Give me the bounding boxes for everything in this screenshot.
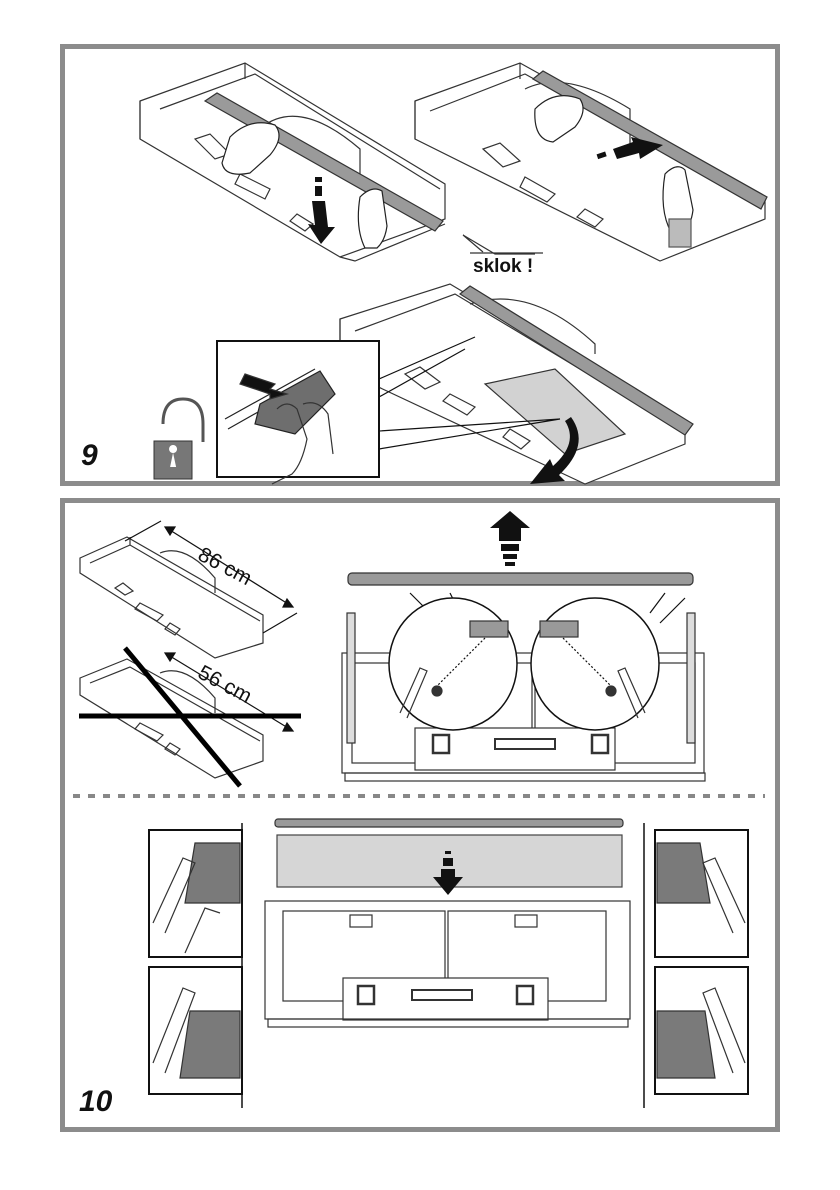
hand-icon-right — [358, 189, 387, 248]
step-10-illustration — [65, 503, 775, 1127]
detail-box-top-left — [149, 830, 242, 957]
detail-box-top-right — [655, 830, 748, 957]
detail-circle-left — [389, 593, 517, 730]
hood-illustration-2 — [415, 63, 765, 261]
handle-bar-lower — [275, 819, 623, 827]
hood-86cm-illustration — [80, 537, 263, 658]
click-callout-label: sklok ! — [473, 256, 533, 278]
arrow-up-icon — [490, 511, 530, 566]
callout-leader — [463, 235, 535, 254]
detail-box-bottom-right — [655, 967, 748, 1094]
step-number: 10 — [79, 1085, 112, 1119]
sleeve-2 — [669, 219, 691, 247]
unlock-icon — [154, 399, 203, 479]
hood-front-lower — [265, 901, 630, 1027]
step-9-illustration — [65, 49, 775, 481]
step-10-panel: 86 cm 56 cm 10 — [60, 498, 780, 1132]
hood-illustration-1 — [140, 63, 445, 261]
detail-box-bottom-left — [149, 967, 242, 1094]
handle-bar — [348, 573, 693, 585]
step-9-panel: 9 sklok ! — [60, 44, 780, 486]
step-number: 9 — [81, 439, 98, 473]
